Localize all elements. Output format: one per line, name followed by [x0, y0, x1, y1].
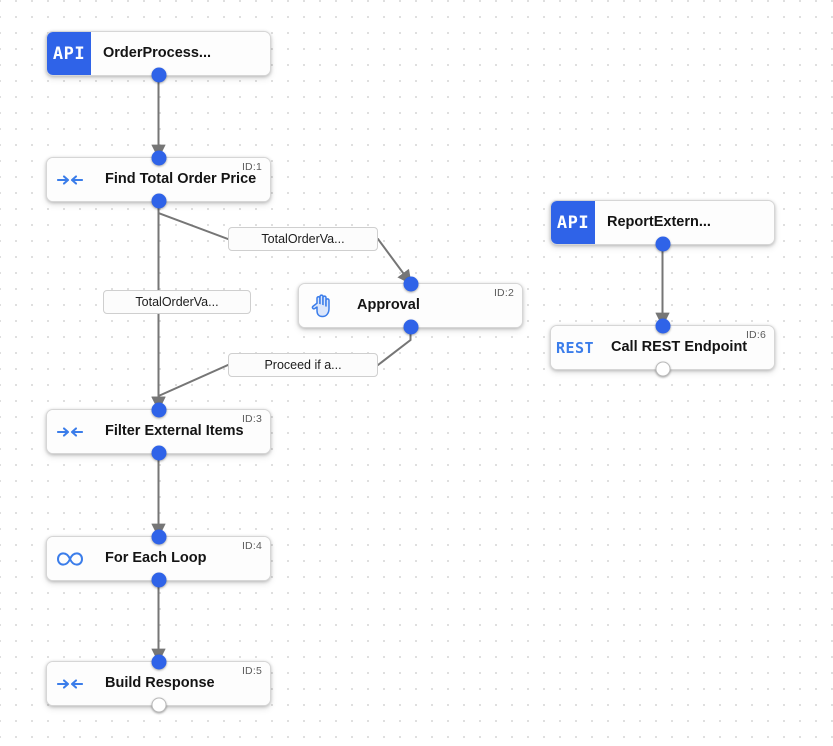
node-approval[interactable]: Approval ID:2 [298, 276, 523, 335]
connection-handle-top[interactable] [403, 276, 418, 292]
node-label: Build Response [105, 675, 215, 692]
node-id-tag: ID:1 [241, 161, 262, 173]
node-label: Find Total Order Price [105, 171, 257, 188]
connection-handle-top[interactable] [151, 529, 166, 545]
hand-icon [299, 284, 345, 327]
connection-handle-bottom[interactable] [151, 572, 166, 588]
edge-label-total_order_va_1[interactable]: TotalOrderVa... [228, 227, 378, 251]
connection-handle-bottom[interactable] [151, 697, 166, 713]
connection-handle-bottom[interactable] [151, 445, 166, 461]
transform-arrows-icon [47, 158, 93, 201]
node-label: For Each Loop [105, 550, 207, 567]
transform-arrows-icon [47, 662, 93, 705]
node-id-tag: ID:3 [241, 413, 262, 425]
connection-handle-bottom[interactable] [403, 319, 418, 335]
api-badge-icon: API [47, 32, 91, 75]
infinity-loop-icon [47, 537, 93, 580]
node-body: API ReportExtern... [551, 201, 774, 244]
node-for_each_loop[interactable]: For Each Loop ID:4 [46, 529, 271, 588]
connection-handle-top[interactable] [655, 318, 670, 334]
node-label: Filter External Items [105, 423, 244, 440]
node-label: Call REST Endpoint [611, 339, 748, 356]
rest-badge-icon: REST [555, 338, 595, 357]
node-label: ReportExtern... [607, 214, 711, 231]
node-id-tag: ID:4 [241, 540, 262, 552]
connection-handle-top[interactable] [151, 654, 166, 670]
transform-arrows-icon [47, 410, 93, 453]
connection-handle-top[interactable] [151, 150, 166, 166]
node-report_external[interactable]: API ReportExtern... [550, 200, 775, 252]
connection-handle-bottom[interactable] [151, 193, 166, 209]
node-label: Approval [357, 297, 420, 314]
api-badge-icon: API [551, 201, 595, 244]
connection-handle-bottom[interactable] [151, 67, 166, 83]
edge-label-total_order_va_2[interactable]: TotalOrderVa... [103, 290, 251, 314]
connection-handle-bottom[interactable] [655, 236, 670, 252]
connection-handle-top[interactable] [151, 402, 166, 418]
node-id-tag: ID:6 [745, 329, 766, 341]
node-id-tag: ID:2 [493, 287, 514, 299]
node-id-tag: ID:5 [241, 665, 262, 677]
node-order_process[interactable]: API OrderProcess... [46, 31, 271, 83]
node-build_response[interactable]: Build Response ID:5 [46, 654, 271, 713]
node-label: OrderProcess... [103, 45, 211, 62]
edge-label-proceed_if_a[interactable]: Proceed if a... [228, 353, 378, 377]
connection-handle-bottom[interactable] [655, 361, 670, 377]
